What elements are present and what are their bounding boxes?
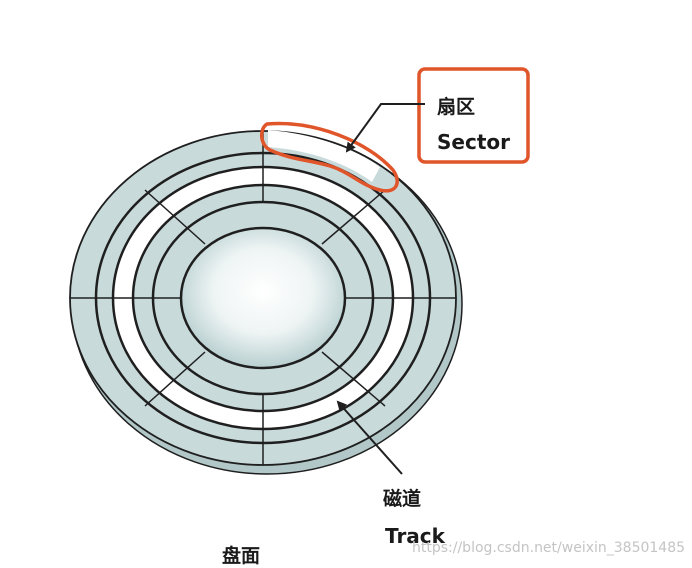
track-pointer-arrow — [336, 400, 403, 475]
hub — [179, 226, 347, 370]
track-label-cn: 磁道 — [383, 488, 422, 510]
sector-label-cn: 扇区 — [437, 96, 476, 118]
sector-line-upper-right — [321, 189, 386, 245]
sector-line-upper-left — [144, 189, 206, 245]
track-label-en: Track — [385, 524, 445, 548]
sector-pointer-arrow — [345, 103, 425, 153]
sector-label-en: Sector — [437, 130, 510, 154]
sector-highlight-outline — [260, 121, 399, 193]
sector-line-lower-left — [144, 351, 206, 407]
platter-label: 盘面 — [222, 545, 261, 567]
watermark-url: https://blog.csdn.net/weixin_38501485 — [412, 540, 686, 556]
sector-highlight-fill — [268, 130, 380, 182]
sector-callout-box — [417, 67, 530, 164]
sector-line-lower-right — [321, 351, 386, 407]
